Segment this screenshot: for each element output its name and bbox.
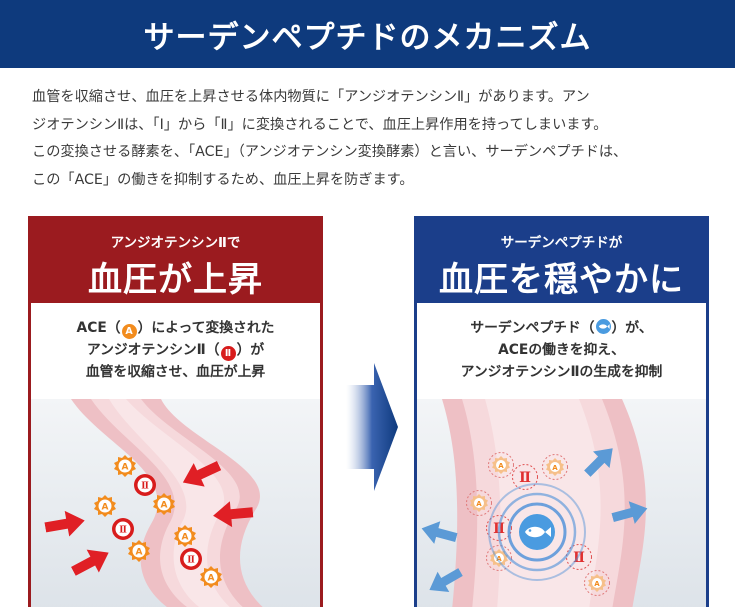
sardine-peptide-badge-icon <box>595 319 611 334</box>
angiotensin-badge-icon: Ⅱ <box>220 346 236 361</box>
panel-subtitle: サーデンペプチドが <box>500 235 623 251</box>
panel-title: 血圧が上昇 <box>88 260 263 300</box>
intro-line: この「ACE」の働きを抑制するため、血圧上昇を防ぎます。 <box>32 171 414 188</box>
panel-header: アンジオテンシンⅡで 血圧が上昇 <box>31 219 320 303</box>
panel-header: サーデンペプチドが 血圧を穏やかに <box>417 219 706 303</box>
relaxed-vessel-illustration: A Ⅱ <box>417 399 706 607</box>
blood-pressure-rise-panel: アンジオテンシンⅡで 血圧が上昇 ACE（A）によって変換された アンジオテンシ… <box>28 216 323 607</box>
page-title: サーデンペプチドのメカニズム <box>143 19 592 56</box>
transition-arrow-icon <box>346 363 398 491</box>
panel-subtitle: アンジオテンシンⅡで <box>110 235 241 251</box>
angiotensin-ii-icon <box>112 518 134 540</box>
desc-line: ACEの働きを抑え、 <box>498 342 625 358</box>
desc-line: ACE（A）によって変換された <box>76 320 275 339</box>
panel-title: 血圧を穏やかに <box>439 260 684 300</box>
title-banner: サーデンペプチドのメカニズム <box>0 0 735 68</box>
intro-line: 血管を収縮させ、血圧を上昇させる体内物質に「アンジオテンシンⅡ」があります。アン <box>32 89 590 105</box>
constricted-vessel-illustration: A Ⅱ <box>31 399 320 607</box>
intro-line: ジオテンシンⅡは、「Ⅰ」から「Ⅱ」に変換されることで、血圧上昇作用を持ってしまい… <box>32 116 608 133</box>
angiotensin-ii-icon <box>134 474 156 496</box>
intro-line: この変換させる酵素を、「ACE」（アンジオテンシン変換酵素）と言い、サーデンペプ… <box>32 144 628 160</box>
desc-line: サーデンペプチド（）が、 <box>470 319 653 336</box>
sardine-peptide-icon <box>519 514 555 550</box>
angiotensin-ii-icon <box>180 548 202 570</box>
desc-line: アンジオテンシンⅡの生成を抑制 <box>460 364 663 380</box>
desc-line: アンジオテンシンⅡ（Ⅱ）が <box>86 342 265 361</box>
desc-line: 血管を収縮させ、血圧が上昇 <box>85 364 266 380</box>
panel-description: ACE（A）によって変換された アンジオテンシンⅡ（Ⅱ）が 血管を収縮させ、血圧… <box>31 303 320 399</box>
blood-pressure-stable-panel: サーデンペプチドが 血圧を穏やかに サーデンペプチド（）が、 ACEの働きを抑え… <box>414 216 709 607</box>
intro-text: 血管を収縮させ、血圧を上昇させる体内物質に「アンジオテンシンⅡ」があります。アン… <box>32 84 712 194</box>
ace-badge-icon: A <box>121 324 137 339</box>
panel-description: サーデンペプチド（）が、 ACEの働きを抑え、 アンジオテンシンⅡの生成を抑制 <box>417 303 706 399</box>
